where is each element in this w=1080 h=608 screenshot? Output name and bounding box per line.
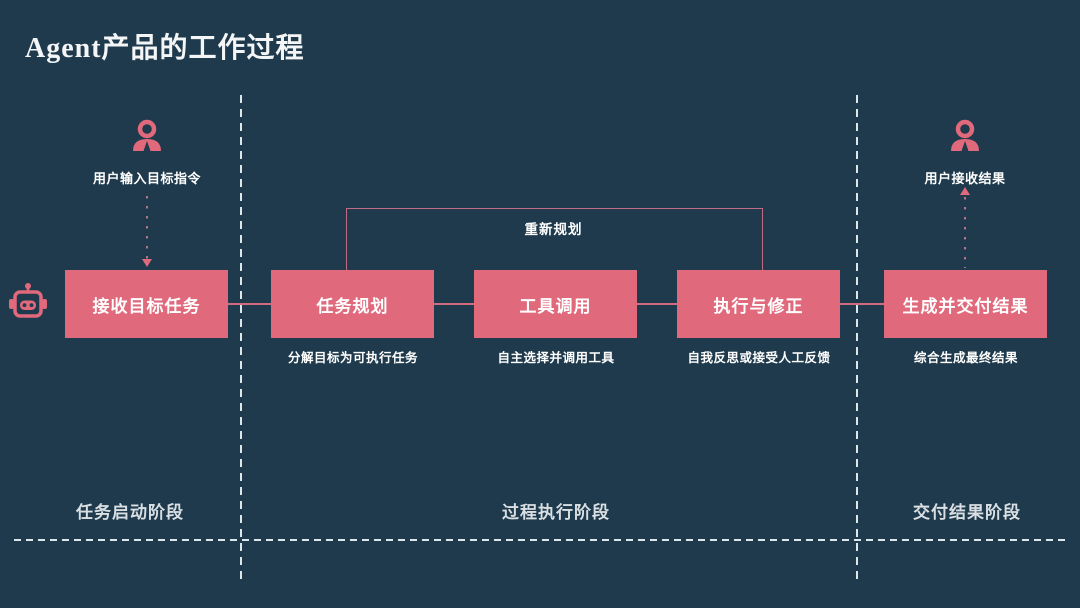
- node-deliver-result: 生成并交付结果: [884, 270, 1047, 338]
- node-task-planning: 任务规划: [271, 270, 434, 338]
- user-icon: [946, 118, 984, 156]
- section-divider-horizontal: [14, 539, 1066, 541]
- node-sublabel: 分解目标为可执行任务: [287, 351, 418, 365]
- node-execute-correct: 执行与修正: [677, 270, 840, 338]
- stage-label-delivery: 交付结果阶段: [913, 503, 1021, 522]
- stage-label-execution: 过程执行阶段: [502, 503, 610, 522]
- arrow-up-icon: [960, 187, 970, 195]
- stage-label-launch: 任务启动阶段: [76, 503, 184, 522]
- node-tool-invocation: 工具调用: [474, 270, 637, 338]
- user-icon: [128, 118, 166, 156]
- section-divider-vertical-2: [856, 95, 858, 582]
- connector-line: [228, 303, 271, 305]
- node-sublabel: 自我反思或接受人工反馈: [687, 351, 831, 365]
- node-sublabel: 自主选择并调用工具: [497, 351, 615, 365]
- node-sublabel: 综合生成最终结果: [913, 351, 1018, 365]
- node-receive-task: 接收目标任务: [65, 270, 228, 338]
- input-user-label: 用户输入目标指令: [92, 171, 201, 186]
- connector-line: [637, 303, 677, 305]
- page-title: Agent产品的工作过程: [25, 33, 305, 64]
- input-dotted-line: [146, 196, 148, 259]
- output-user-label: 用户接收结果: [924, 171, 1006, 186]
- replan-label: 重新规划: [524, 222, 583, 237]
- robot-icon: [8, 282, 48, 322]
- connector-line: [434, 303, 474, 305]
- output-dotted-line: [964, 197, 966, 268]
- replan-loop-line: [346, 208, 763, 271]
- arrow-down-icon: [142, 259, 152, 267]
- section-divider-vertical-1: [240, 95, 242, 582]
- connector-line: [840, 303, 884, 305]
